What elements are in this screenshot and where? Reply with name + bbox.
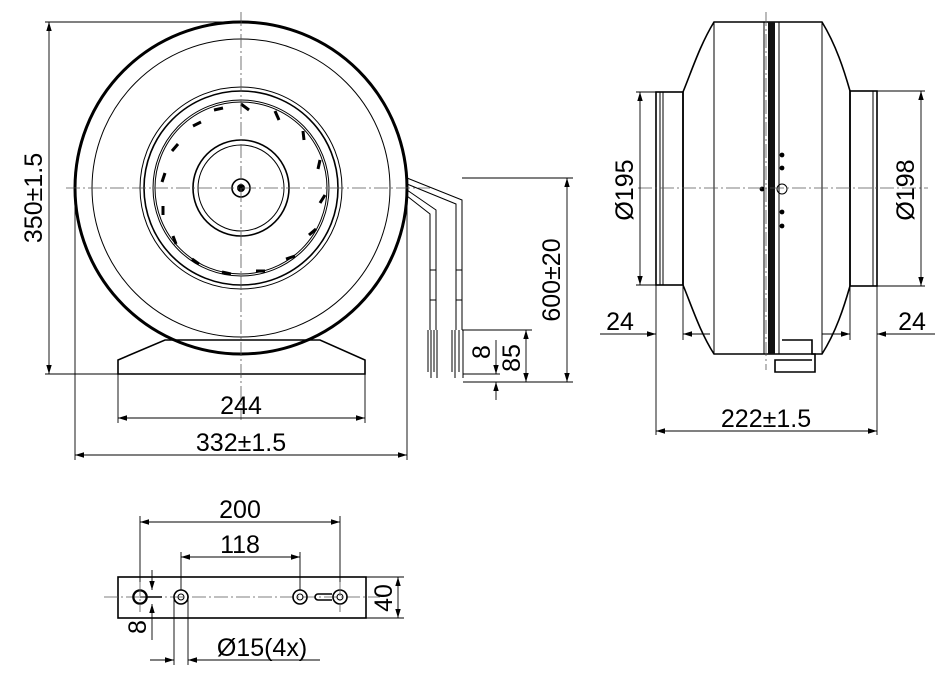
bracket-plate — [117, 576, 367, 619]
side-view: Ø195 Ø198 24 24 222±1.5 — [600, 12, 935, 435]
dim-inner-spacing: 118 — [220, 531, 260, 559]
dim-spigot-left: 24 — [606, 308, 634, 336]
mounting-foot — [774, 339, 816, 373]
dim-wire-end: 85 — [498, 344, 526, 372]
dim-inlet-diameter: Ø195 — [611, 159, 639, 220]
dim-overall-width: 332±1.5 — [196, 429, 286, 457]
dim-bracket-height: 40 — [370, 584, 398, 612]
dim-wire-strip: 8 — [468, 345, 496, 359]
dim-spigot-right: 24 — [898, 308, 926, 336]
bracket-slot-right — [314, 593, 332, 601]
bracket-view: 200 118 40 8 Ø15(4x) — [104, 496, 404, 665]
dim-cable-length: 600±20 — [538, 238, 566, 321]
dim-hole-spec: Ø15(4x) — [217, 634, 307, 662]
dim-outer-spacing: 200 — [219, 496, 261, 524]
dim-hole-offset: 8 — [124, 620, 152, 634]
dim-outlet-diameter: Ø198 — [892, 159, 920, 220]
screw-holes — [759, 152, 785, 229]
dim-height: 350±1.5 — [20, 153, 48, 243]
fan-base — [117, 339, 366, 375]
impeller-blades — [160, 102, 327, 276]
power-cable — [406, 177, 464, 378]
dim-base-width: 244 — [220, 392, 262, 420]
dim-overall-length: 222±1.5 — [721, 405, 811, 433]
front-view: 350±1.5 244 332±1.5 600±20 85 8 — [20, 12, 573, 460]
